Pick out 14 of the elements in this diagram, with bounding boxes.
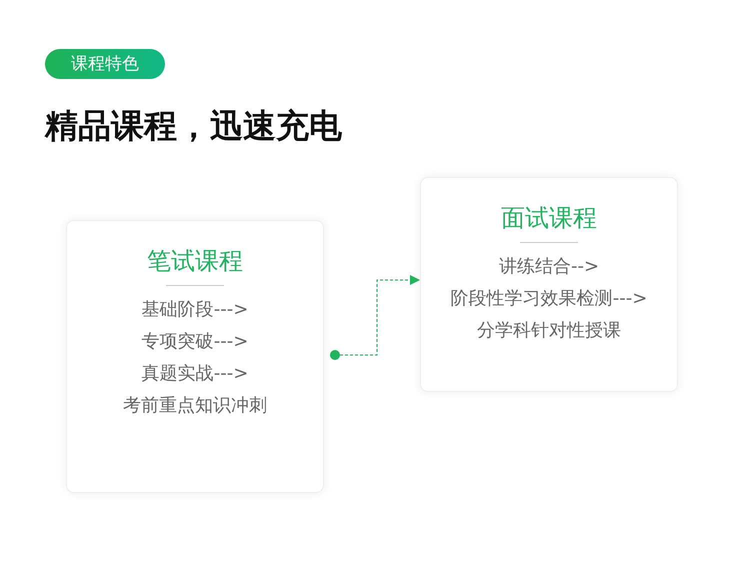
course-card: [66, 220, 324, 493]
list-item: 阶段性学习效果检测--->: [450, 288, 648, 310]
list-item: 分学科针对性授课: [477, 320, 621, 342]
page-title: 精品课程，迅速充电: [45, 105, 342, 147]
list-item: 讲练结合-->: [498, 256, 600, 278]
dashed-arrow: [330, 275, 420, 360]
card-heading: 笔试课程: [147, 246, 243, 276]
list-item: 基础阶段--->: [142, 299, 248, 321]
list-item: 考前重点知识冲刺: [123, 395, 267, 417]
tag-label: 课程特色: [45, 49, 165, 79]
list-item: 真题实战--->: [142, 363, 248, 385]
course-card: [420, 177, 678, 392]
card-heading: 面试课程: [501, 203, 597, 233]
list-item: 专项突破--->: [142, 331, 248, 353]
